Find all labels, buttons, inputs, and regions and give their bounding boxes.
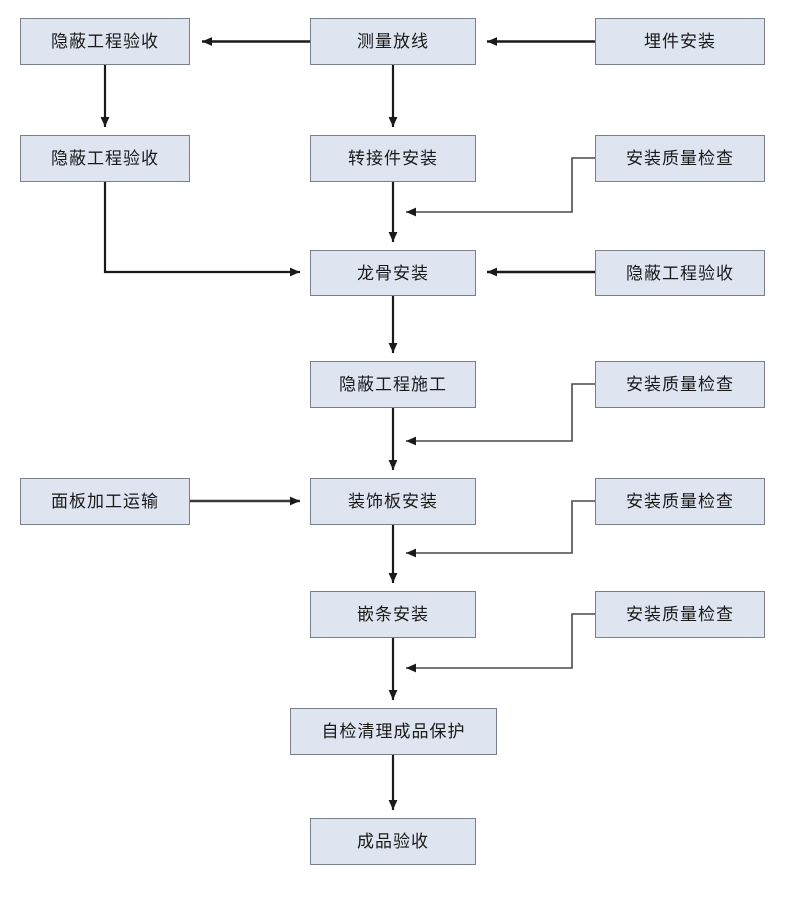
node-label: 装饰板安装: [348, 492, 438, 511]
node-label: 安装质量检查: [626, 605, 734, 624]
node-label: 面板加工运输: [51, 492, 159, 511]
node-longgu-anzhuang[interactable]: 龙骨安装: [310, 250, 476, 296]
node-chengpin-yanshou[interactable]: 成品验收: [310, 818, 476, 865]
node-label: 隐蔽工程验收: [51, 32, 159, 51]
node-label: 龙骨安装: [357, 263, 429, 283]
node-label: 自检清理成品保护: [321, 722, 466, 741]
node-yinbi-gongcheng-shigong[interactable]: 隐蔽工程施工: [310, 361, 476, 408]
node-zhuanjiejian-anzhuang[interactable]: 转接件安装: [310, 135, 476, 182]
node-celiang-fangxian[interactable]: 测量放线: [310, 18, 476, 65]
node-label: 安装质量检查: [626, 375, 734, 394]
node-label: 隐蔽工程施工: [339, 375, 447, 394]
node-zijian-qingli-chengpin-baohu[interactable]: 自检清理成品保护: [290, 708, 497, 755]
edge-jiancha3-elbow: [406, 500, 595, 558]
node-mianban-jiagong-yunshu[interactable]: 面板加工运输: [20, 478, 190, 525]
node-anzhuang-zhiliang-jiancha-4[interactable]: 安装质量检查: [595, 591, 765, 638]
node-anzhuang-zhiliang-jiancha-3[interactable]: 安装质量检查: [595, 478, 765, 525]
edge-jiancha1-elbow: [406, 157, 595, 217]
edge-yinbi2-to-longgu: [103, 182, 300, 277]
node-label: 隐蔽工程验收: [626, 263, 734, 283]
node-zhuangshiban-anzhuang[interactable]: 装饰板安装: [310, 478, 476, 525]
node-label: 安装质量检查: [626, 492, 734, 511]
edge-jiancha4-elbow: [406, 613, 595, 673]
node-label: 嵌条安装: [357, 605, 429, 624]
node-anzhuang-zhiliang-jiancha-2[interactable]: 安装质量检查: [595, 361, 765, 408]
node-label: 成品验收: [357, 832, 429, 851]
node-label: 安装质量检查: [626, 149, 734, 168]
node-yinbi-gongcheng-yanshou-2[interactable]: 隐蔽工程验收: [20, 135, 190, 182]
node-yinbi-gongcheng-yanshou-1[interactable]: 隐蔽工程验收: [20, 18, 190, 65]
edge-jiancha2-elbow: [406, 383, 595, 446]
node-label: 测量放线: [357, 32, 429, 51]
node-label: 转接件安装: [348, 149, 438, 168]
node-yinbi-gongcheng-yanshou-3[interactable]: 隐蔽工程验收: [595, 250, 765, 296]
node-anzhuang-zhiliang-jiancha-1[interactable]: 安装质量检查: [595, 135, 765, 182]
node-label: 埋件安装: [644, 32, 716, 51]
node-maijian-anzhuang[interactable]: 埋件安装: [595, 18, 765, 65]
node-qiantiao-anzhuang[interactable]: 嵌条安装: [310, 591, 476, 638]
node-label: 隐蔽工程验收: [51, 149, 159, 168]
